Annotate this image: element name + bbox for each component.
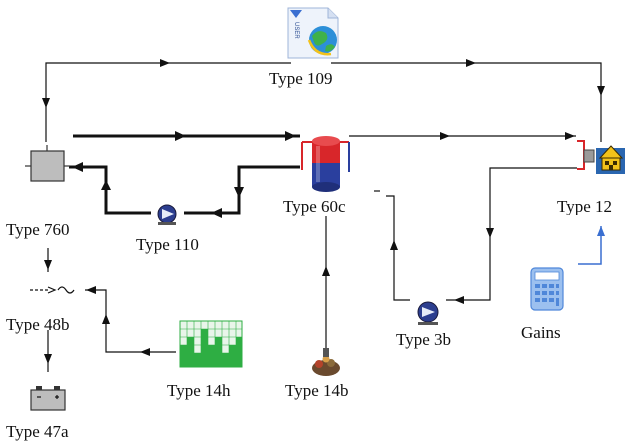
module-box-icon[interactable] <box>25 145 70 182</box>
electrical-chain <box>44 248 52 372</box>
storage-tank-icon[interactable] <box>301 136 350 192</box>
battery-icon[interactable] <box>30 386 66 411</box>
arrow-head <box>285 131 296 141</box>
arrow-head <box>160 59 170 67</box>
arrow-head <box>466 59 476 67</box>
arrow-head <box>101 180 111 190</box>
arrow-head <box>322 266 330 276</box>
forcing-link <box>85 286 176 356</box>
type109-label: Type 109 <box>269 69 333 88</box>
arrow-head <box>72 162 83 172</box>
building-load-icon[interactable] <box>577 140 625 174</box>
type110-label: Type 110 <box>136 235 199 254</box>
arrow-head <box>44 354 52 364</box>
type60c-label: Type 60c <box>283 197 346 216</box>
arrow-head <box>597 86 605 96</box>
type47a-label: Type 47a <box>6 422 69 441</box>
arrow-head <box>565 132 575 140</box>
type48b-label: Type 48b <box>6 315 70 334</box>
type12-label: Type 12 <box>557 198 612 215</box>
arrow-head <box>42 98 50 108</box>
weather-connection <box>42 59 605 142</box>
load-loop <box>374 167 577 304</box>
arrow-head <box>390 240 398 250</box>
pump-icon[interactable] <box>157 204 177 225</box>
weather-data-reader-icon[interactable]: USER <box>287 7 339 59</box>
arrow-head <box>211 208 222 218</box>
type14h-label: Type 14h <box>167 381 231 400</box>
inverter-icon[interactable] <box>30 286 75 294</box>
water-draw-icon[interactable] <box>312 348 340 376</box>
calculator-icon[interactable] <box>530 267 564 311</box>
arrow-head <box>175 131 186 141</box>
main-supply-line <box>73 131 576 141</box>
arrow-head <box>102 314 110 324</box>
pump-icon[interactable] <box>417 301 439 325</box>
svg-text:USER: USER <box>293 22 299 39</box>
arrow-head <box>454 296 464 304</box>
gains-label: Gains <box>521 323 561 342</box>
arrow-head <box>44 260 52 270</box>
arrow-head <box>140 348 150 356</box>
type3b-label: Type 3b <box>396 330 451 349</box>
arrow-head <box>234 187 244 198</box>
arrow-head <box>486 228 494 238</box>
gains-link <box>578 226 605 265</box>
forcing-function-icon[interactable] <box>179 320 243 368</box>
type760-label: Type 760 <box>6 220 70 239</box>
arrow-head <box>86 286 96 294</box>
collector-return-loop <box>69 162 300 218</box>
water-draw-line <box>322 216 330 348</box>
arrow-head <box>440 132 450 140</box>
type14b-label: Type 14b <box>285 381 349 400</box>
